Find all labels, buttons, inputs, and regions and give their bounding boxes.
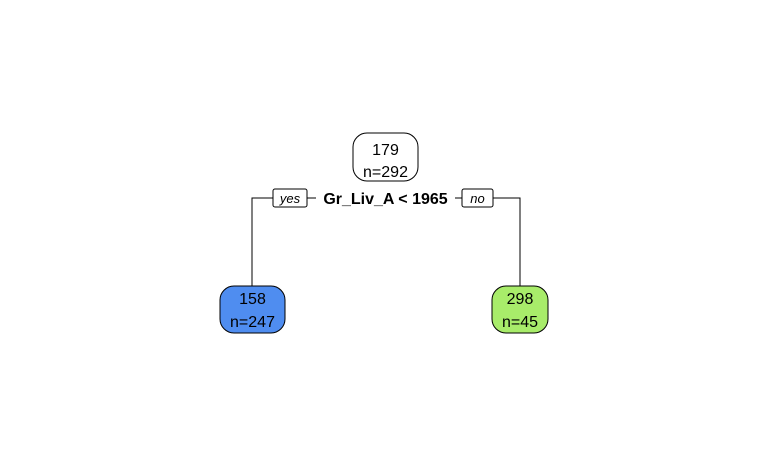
yes-branch-label: yes	[279, 191, 301, 206]
root-node: 179 n=292	[352, 132, 419, 182]
split-row: yes Gr_Liv_A < 1965 no	[272, 188, 494, 208]
left-leaf-node: 158 n=247	[219, 285, 286, 334]
yes-branch-box	[272, 188, 308, 208]
root-node-box	[352, 132, 419, 182]
right-leaf-value: 298	[507, 291, 534, 308]
tree-edges	[251, 197, 521, 287]
split-condition: Gr_Liv_A < 1965	[323, 191, 447, 208]
right-leaf-count: n=45	[502, 314, 538, 331]
edge-to-right-leaf	[493, 197, 521, 287]
right-leaf-box	[491, 285, 549, 334]
right-leaf-node: 298 n=45	[491, 285, 549, 334]
no-branch-label: no	[470, 191, 484, 206]
no-branch-box	[461, 188, 494, 208]
left-leaf-count: n=247	[230, 314, 275, 331]
root-node-value: 179	[372, 142, 399, 159]
left-leaf-value: 158	[239, 291, 266, 308]
root-node-count: n=292	[363, 164, 408, 181]
edge-to-left-leaf	[251, 197, 273, 287]
left-leaf-box	[219, 285, 286, 334]
